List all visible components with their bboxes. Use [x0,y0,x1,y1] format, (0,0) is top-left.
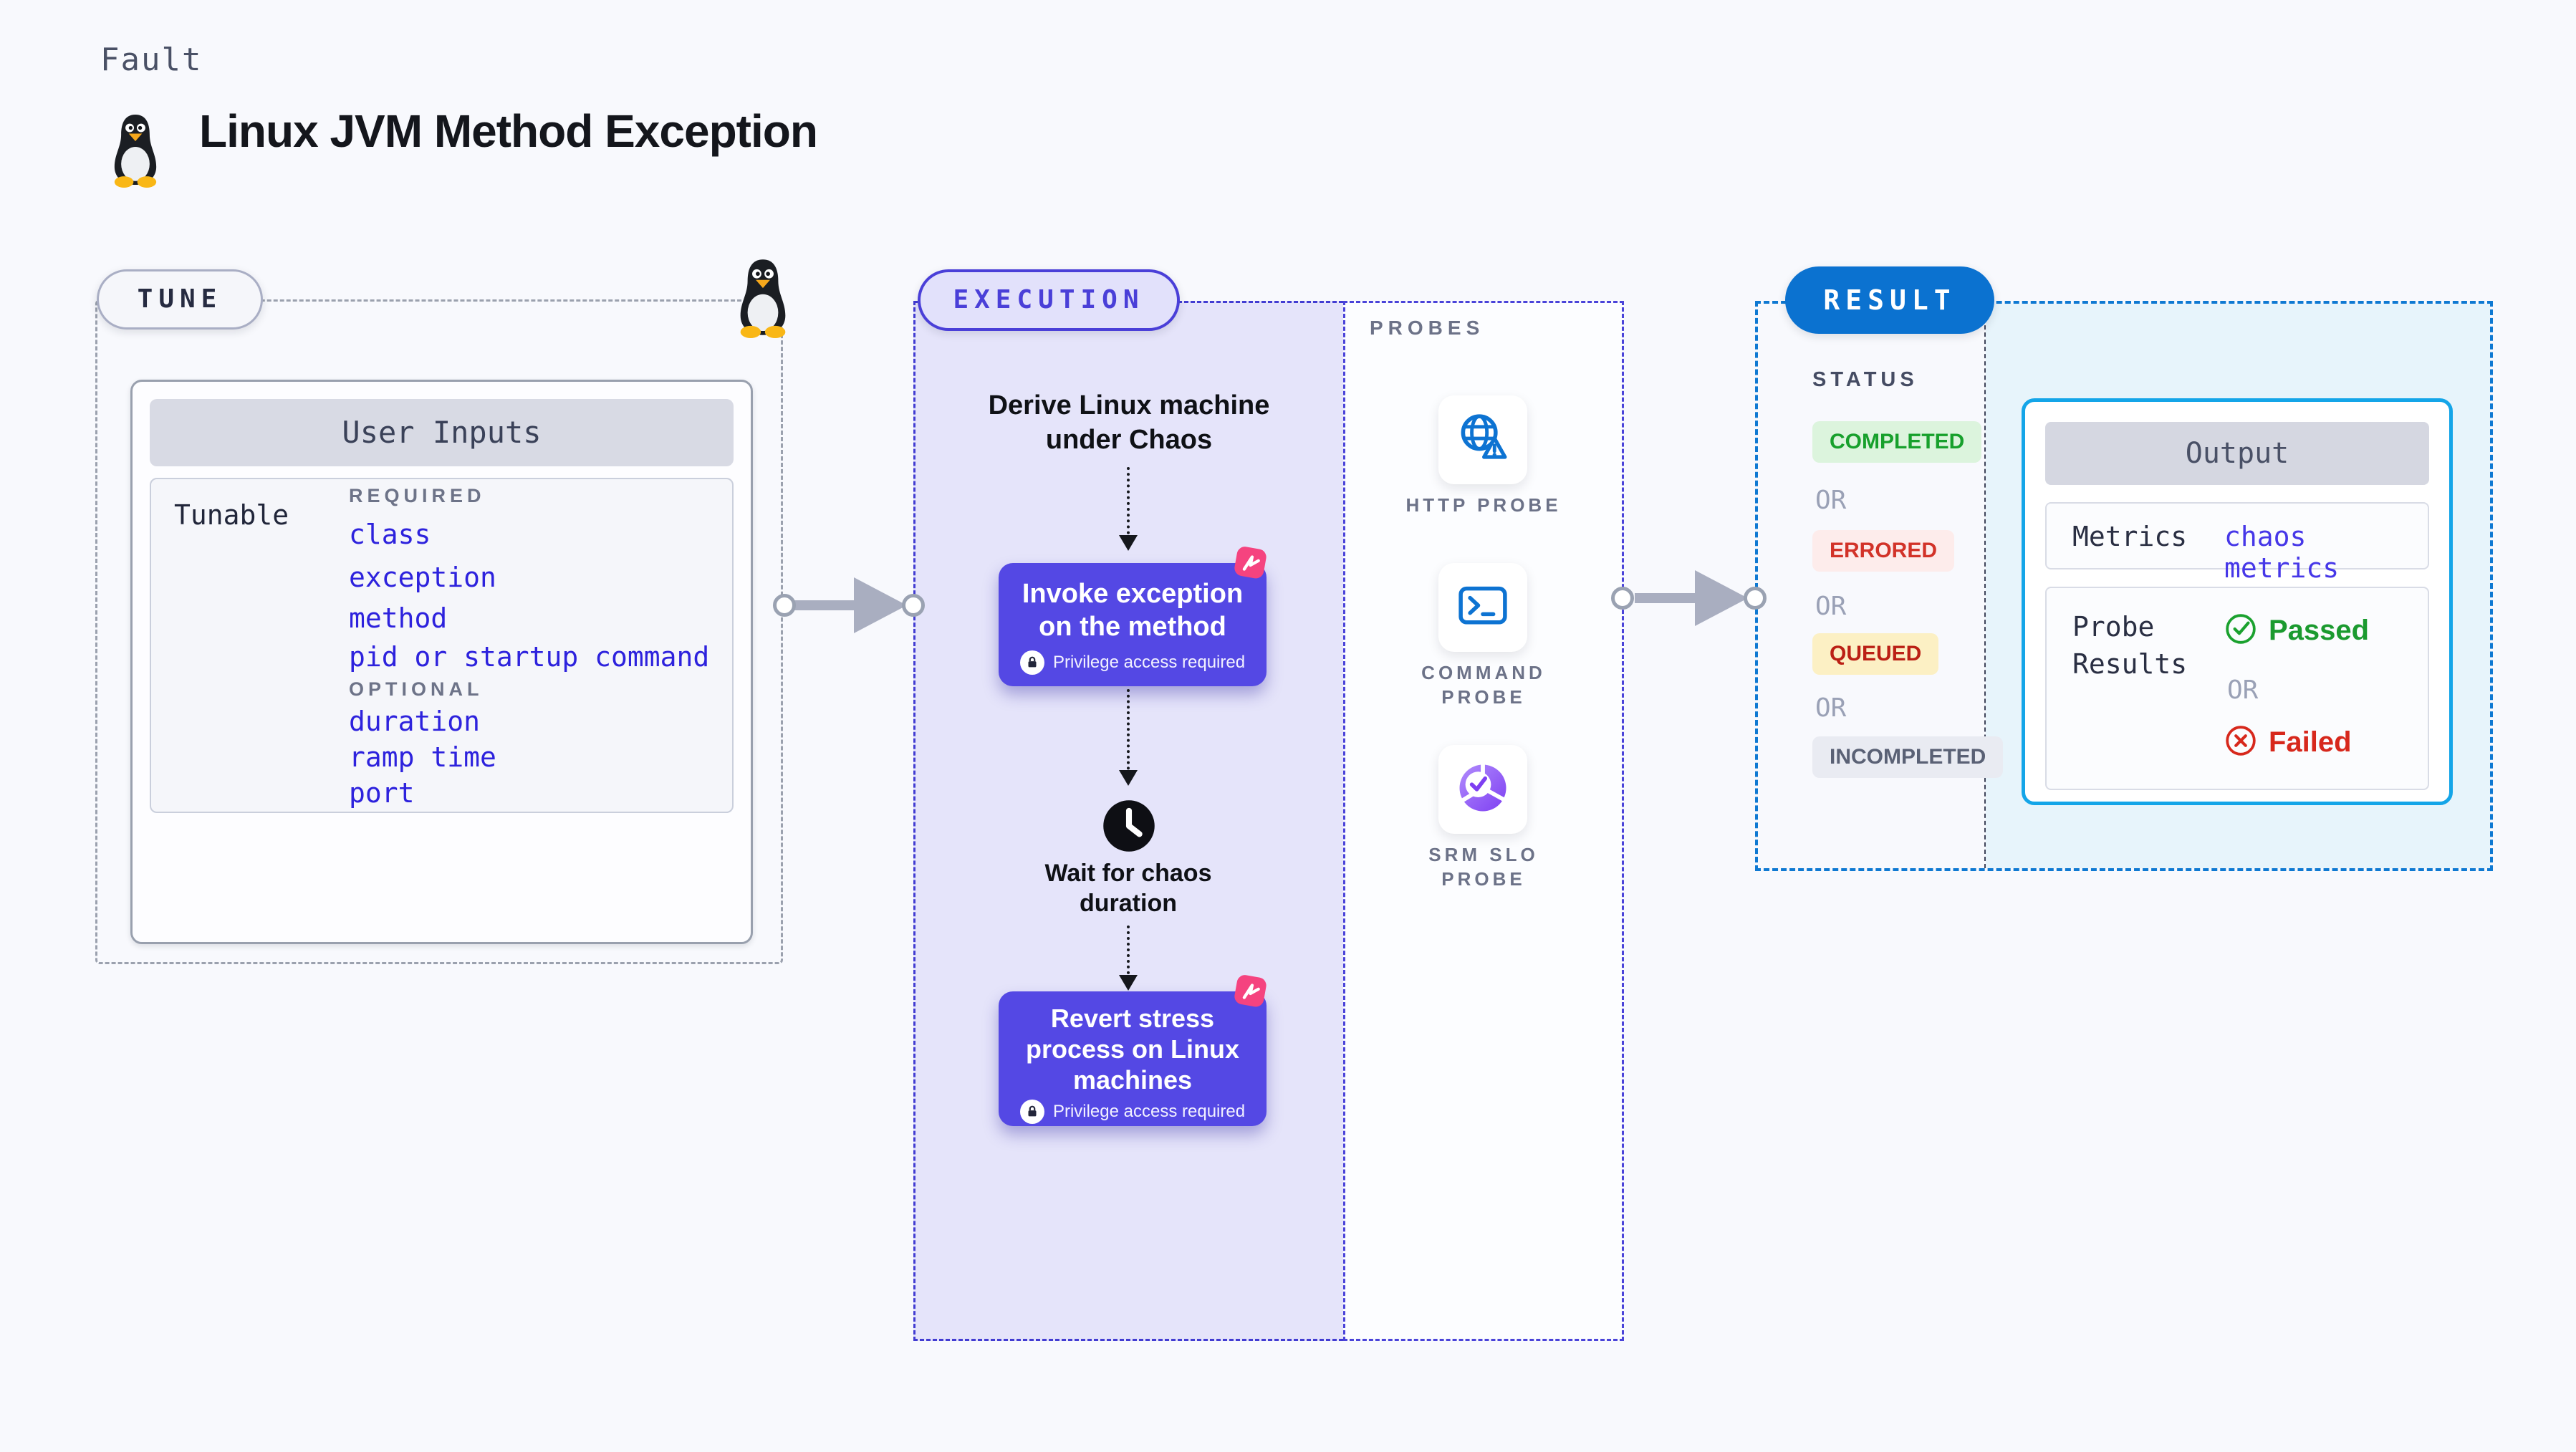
status-badge-errored: ERRORED [1812,530,1955,572]
page-title: Linux JVM Method Exception [199,105,818,157]
status-label: STATUS [1812,368,1918,391]
tunable-link-pid-or-startup-command[interactable]: pid or startup command [349,641,710,673]
revert-stress-title: Revert stress process on Linux machines [1025,1004,1240,1095]
derive-step-title: Derive Linux machine under Chaos [988,390,1270,455]
srm-slo-probe-card [1438,745,1527,834]
tunable-row-label: Tunable [174,499,289,531]
user-inputs-card: User Inputs Tunable REQUIRED class excep… [130,380,753,944]
arrow-head-icon [1695,570,1748,626]
optional-group-label: OPTIONAL [349,678,484,700]
arrow-execution-to-result [1635,593,1705,603]
privilege-note: Privilege access required [1052,653,1246,672]
lock-icon [1019,650,1044,675]
command-probe-label: COMMAND PROBE [1421,662,1546,708]
metrics-value-link[interactable]: chaos metrics [2224,521,2340,584]
srm-slo-probe-label: SRM SLO PROBE [1428,844,1539,890]
revert-stress-node: Revert stress process on Linux machines … [999,991,1267,1126]
result-section-badge: RESULT [1785,266,1994,334]
tunable-link-exception[interactable]: exception [349,562,496,593]
x-circle-icon [2224,724,2257,761]
user-inputs-title: User Inputs [150,399,734,466]
status-badge-incompleted: INCOMPLETED [1812,736,2004,778]
connector-dot [1611,587,1634,610]
invoke-exception-node: Invoke exception on the method Privilege… [999,563,1267,686]
connector-dot [773,594,796,617]
connector-dot [1744,587,1767,610]
arrow-head-icon [854,577,907,633]
result-divider [1984,304,1986,868]
tunable-link-method[interactable]: method [349,602,448,634]
http-probe-card [1438,395,1527,484]
check-circle-icon [2224,612,2257,649]
fault-kicker: Fault [100,42,203,78]
probe-results-row: Probe Results Passed OR F [2045,587,2429,790]
tunable-link-duration[interactable]: duration [349,706,481,737]
failed-label: Failed [2269,726,2352,758]
output-card: Output Metrics chaos metrics Probe Resul… [2022,398,2453,805]
passed-verdict: Passed [2224,612,2369,649]
probes-label: PROBES [1370,317,1485,339]
lock-icon [1019,1100,1044,1124]
metrics-row: Metrics chaos metrics [2045,502,2429,584]
globe-alert-icon [1455,410,1511,470]
or-separator: OR [1815,693,1847,723]
tux-penguin-icon [102,112,169,188]
tux-penguin-corner-icon [726,256,799,338]
failed-verdict: Failed [2224,724,2352,761]
flow-connector [1119,689,1138,786]
tune-section-box [95,299,783,964]
passed-label: Passed [2269,615,2370,646]
or-separator: OR [1815,486,1847,515]
or-separator: OR [1815,592,1847,621]
flow-connector [1119,925,1138,991]
chaos-pink-icon [1229,542,1272,585]
arrow-tune-to-execution [789,600,864,610]
flow-connector [1119,467,1138,551]
invoke-exception-title: Invoke exception on the method [1022,579,1244,642]
output-title: Output [2045,422,2429,485]
tunables-table: Tunable REQUIRED class exception method … [150,478,734,813]
tunable-link-class[interactable]: class [349,519,431,550]
required-group-label: REQUIRED [349,485,486,506]
tunable-link-ramp-time[interactable]: ramp time [349,741,496,773]
metrics-label: Metrics [2072,521,2188,552]
wait-step-title: Wait for chaos duration [1044,860,1212,917]
clock-icon [1101,798,1157,854]
status-badge-completed: COMPLETED [1812,421,1982,463]
tunable-link-port[interactable]: port [349,777,415,809]
command-probe-card [1438,563,1527,652]
status-badge-queued: QUEUED [1812,633,1939,675]
tune-section-badge: TUNE [97,269,263,330]
chaos-pink-icon [1229,970,1272,1013]
probe-results-label: Probe Results [2072,611,2188,680]
http-probe-label: HTTP PROBE [1405,494,1562,516]
terminal-icon [1455,578,1511,638]
execution-section-badge: EXECUTION [918,269,1180,331]
or-separator: OR [2227,675,2259,705]
privilege-note: Privilege access required [1052,1102,1246,1121]
connector-dot [902,594,925,617]
slo-pie-icon [1455,760,1511,819]
